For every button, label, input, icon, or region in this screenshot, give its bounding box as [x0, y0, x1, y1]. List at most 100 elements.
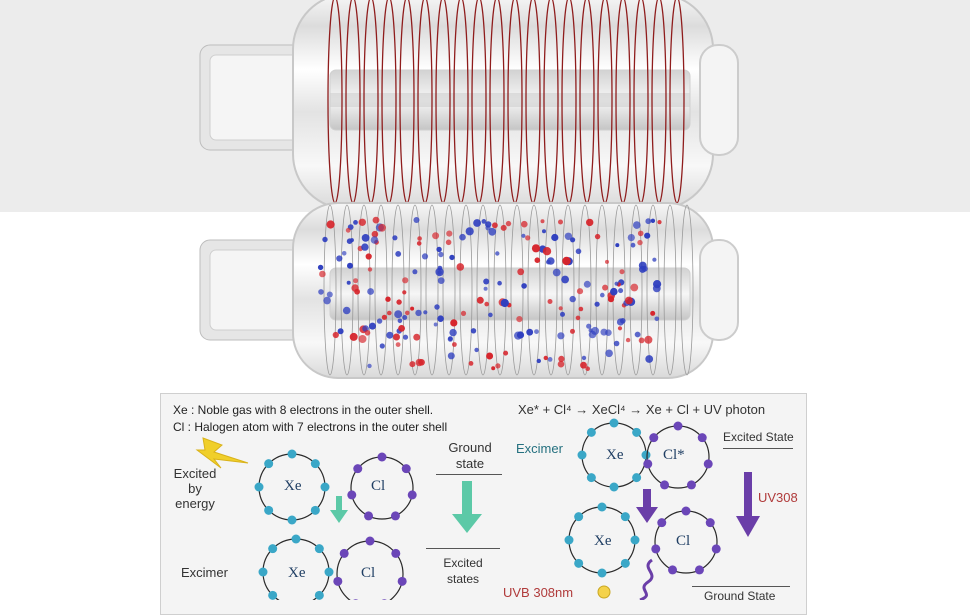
wire-turn [493, 204, 507, 376]
gas-particle [557, 332, 565, 340]
gas-particle [653, 280, 662, 289]
gas-particle [449, 328, 457, 337]
gas-particle [364, 330, 371, 336]
gas-particle [594, 301, 600, 307]
gas-particle [516, 316, 523, 323]
gas-particle [405, 310, 410, 316]
gas-particle [562, 256, 571, 266]
gas-particle [617, 326, 623, 331]
excited-states-label: Excited states [443, 556, 483, 586]
gas-particle [633, 221, 641, 229]
cl-atom-star [643, 421, 713, 490]
gas-particles [317, 216, 662, 372]
xe-atom-1 [254, 449, 330, 525]
gas-particle [585, 366, 590, 372]
gas-particle [456, 263, 465, 271]
gas-particle [459, 233, 466, 241]
gas-particle [445, 239, 452, 246]
gas-particle [369, 322, 376, 330]
gas-particle [552, 268, 561, 277]
ground-state-rule [436, 474, 502, 475]
gas-particle [616, 318, 625, 326]
gas-particle [416, 241, 422, 246]
gas-particle [637, 239, 643, 246]
gas-particle [417, 236, 422, 241]
gas-particle [473, 219, 481, 227]
gas-particle [476, 296, 484, 304]
gas-particle [639, 265, 646, 273]
wire-turn [408, 204, 422, 376]
cl-atom-1 [347, 452, 417, 521]
gas-particle [575, 248, 582, 255]
excited-states-rule [426, 548, 500, 549]
atom-label-xe-2: Xe [288, 565, 306, 581]
uvb-308nm-label: UVB 308nm [503, 585, 574, 600]
gas-particle [367, 267, 373, 272]
gas-particle [558, 219, 563, 225]
gas-particle [497, 280, 502, 286]
gas-particle [326, 220, 335, 229]
gas-particle [521, 220, 528, 228]
legend-cl: Cl : Halogen atom with 7 electrons in th… [173, 420, 448, 434]
gas-particle [353, 278, 359, 284]
gas-particle [521, 283, 527, 289]
gas-particle [438, 251, 444, 258]
gas-particle [415, 309, 422, 317]
gas-particle [415, 358, 423, 367]
gas-particle [433, 322, 438, 327]
lightning-icon [195, 437, 249, 469]
gas-particle [358, 335, 367, 343]
gas-particle [488, 227, 497, 236]
atom-label-xe-4: Xe [594, 533, 612, 549]
purple-arrow-large [736, 472, 760, 537]
gas-particle [378, 223, 386, 232]
gas-particle [542, 229, 546, 234]
gas-particle [652, 257, 657, 262]
gas-particle [372, 216, 380, 224]
gas-particle [450, 319, 458, 327]
gas-particle [637, 230, 644, 237]
gas-particle [569, 295, 576, 303]
gas-particle [650, 310, 656, 316]
gas-particle [317, 264, 324, 271]
gas-particle [468, 361, 474, 366]
gas-particle [634, 331, 641, 338]
gas-particle [583, 280, 591, 288]
gas-particle [586, 218, 594, 227]
gas-particle [460, 310, 467, 316]
gas-particle [361, 243, 369, 251]
gas-particle [379, 343, 385, 349]
gas-particle [644, 335, 653, 344]
gas-particle [618, 288, 624, 294]
gas-particle [402, 315, 408, 320]
gas-particle [402, 334, 409, 340]
wire-turn [544, 204, 558, 376]
gas-particle [486, 352, 494, 360]
gas-particle [386, 331, 394, 339]
gas-particle [542, 247, 552, 256]
gas-particle [625, 337, 631, 343]
gas-particle [351, 284, 359, 292]
gas-particle [557, 360, 565, 368]
atom-label-cl-3: Cl [676, 533, 691, 549]
gas-particle [337, 328, 344, 335]
gas-particle [581, 355, 587, 361]
gas-particle [654, 316, 660, 322]
ground-state-label: Ground state [448, 440, 492, 471]
ground-state-right-rule [692, 586, 790, 587]
wire-turn [323, 204, 337, 376]
gas-particle [322, 236, 328, 243]
gas-particle [402, 290, 407, 295]
gas-particle [615, 243, 620, 248]
gas-particle [526, 328, 534, 336]
wire-turn [442, 204, 456, 376]
gas-particle [395, 342, 401, 347]
gas-particle [560, 311, 565, 317]
gas-particle [413, 217, 420, 223]
gas-particle [410, 306, 415, 311]
gas-particle [503, 350, 509, 356]
wire-turn [476, 204, 490, 376]
gas-particle [437, 277, 445, 284]
gas-particle [483, 278, 490, 285]
green-arrow-small [330, 496, 348, 523]
